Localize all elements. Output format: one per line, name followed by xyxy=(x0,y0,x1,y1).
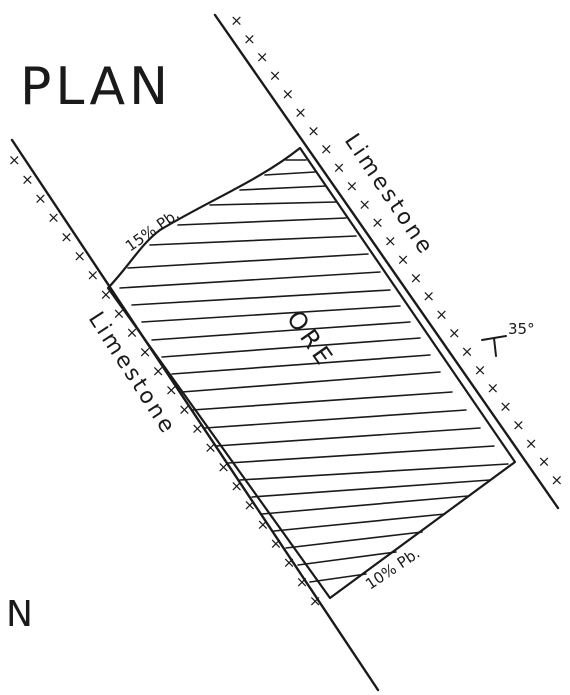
hatch-line xyxy=(215,427,481,447)
x-mark: × xyxy=(230,477,243,495)
x-mark: × xyxy=(60,228,73,246)
hatch-line xyxy=(273,513,446,532)
ore-hatching xyxy=(119,159,509,583)
x-mark: × xyxy=(8,151,21,169)
x-mark: × xyxy=(87,266,100,284)
x-mark: × xyxy=(165,381,178,399)
dip-symbol: 35° xyxy=(481,320,535,357)
x-mark: × xyxy=(282,85,295,103)
hatch-line xyxy=(127,253,369,269)
x-mark: × xyxy=(47,209,60,227)
x-mark: × xyxy=(294,103,307,121)
ore-label: ORE xyxy=(281,305,340,372)
hatch-line xyxy=(209,201,337,206)
x-mark: × xyxy=(152,362,165,380)
x-mark: × xyxy=(34,190,47,208)
x-mark: × xyxy=(270,535,283,553)
x-mark: × xyxy=(358,195,371,213)
hatch-line xyxy=(177,217,347,226)
hatch-line xyxy=(239,463,509,481)
x-mark: × xyxy=(230,12,243,30)
hatch-line xyxy=(151,321,411,341)
x-mark: × xyxy=(217,458,230,476)
hatch-line xyxy=(227,445,495,464)
hatch-line xyxy=(191,391,453,411)
x-mark: × xyxy=(204,439,217,457)
x-mark: × xyxy=(410,269,423,287)
hatch-line xyxy=(285,531,423,549)
hatch-line xyxy=(297,551,397,566)
x-mark: × xyxy=(21,170,34,188)
x-mark: × xyxy=(397,251,410,269)
plan-title: PLAN xyxy=(20,57,172,117)
x-mark: × xyxy=(499,398,512,416)
upper-contact-line xyxy=(213,13,560,510)
x-mark: × xyxy=(551,471,564,489)
x-mark: × xyxy=(487,379,500,397)
hatch-line xyxy=(261,495,469,515)
x-mark: × xyxy=(191,420,204,438)
x-mark: × xyxy=(283,554,296,572)
lower-contact-line xyxy=(10,138,380,692)
hatch-line xyxy=(251,479,491,498)
hatch-line xyxy=(171,354,431,375)
x-mark: × xyxy=(422,287,435,305)
x-mark: × xyxy=(256,48,269,66)
x-mark: × xyxy=(371,214,384,232)
x-mark: × xyxy=(139,343,152,361)
hatch-line xyxy=(239,185,327,191)
x-mark: × xyxy=(100,285,113,303)
x-mark: × xyxy=(384,232,397,250)
x-mark: × xyxy=(448,324,461,342)
x-mark: × xyxy=(178,400,191,418)
x-mark: × xyxy=(257,515,270,533)
hatch-line xyxy=(309,573,367,583)
hatch-line xyxy=(161,337,421,358)
dip-value: 35° xyxy=(508,320,535,338)
grade-upper-label: 15% Pb. xyxy=(122,205,183,255)
x-mark: × xyxy=(333,159,346,177)
hatch-line xyxy=(264,171,316,176)
x-mark: × xyxy=(307,122,320,140)
x-mark: × xyxy=(525,434,538,452)
x-mark: × xyxy=(309,592,322,610)
x-mark: × xyxy=(435,306,448,324)
x-mark: × xyxy=(474,361,487,379)
x-mark: × xyxy=(512,416,525,434)
x-mark: × xyxy=(113,305,126,323)
limestone-x-marks: ××××××××××××××××××××××××××××××××××××××××… xyxy=(8,12,563,611)
hatch-line xyxy=(181,371,441,393)
x-mark: × xyxy=(346,177,359,195)
ore-body-outline xyxy=(106,146,517,600)
hatch-line xyxy=(141,305,401,323)
x-mark: × xyxy=(461,342,474,360)
x-mark: × xyxy=(243,30,256,48)
hatch-line xyxy=(131,289,391,306)
hatch-line xyxy=(149,235,357,246)
hatch-line xyxy=(204,409,467,429)
x-mark: × xyxy=(538,453,551,471)
corner-mark: N xyxy=(6,594,33,635)
x-mark: × xyxy=(296,573,309,591)
x-mark: × xyxy=(126,324,139,342)
x-mark: × xyxy=(73,247,86,265)
hatch-line xyxy=(119,271,381,289)
x-mark: × xyxy=(320,140,333,158)
x-mark: × xyxy=(269,67,282,85)
x-mark: × xyxy=(244,496,257,514)
